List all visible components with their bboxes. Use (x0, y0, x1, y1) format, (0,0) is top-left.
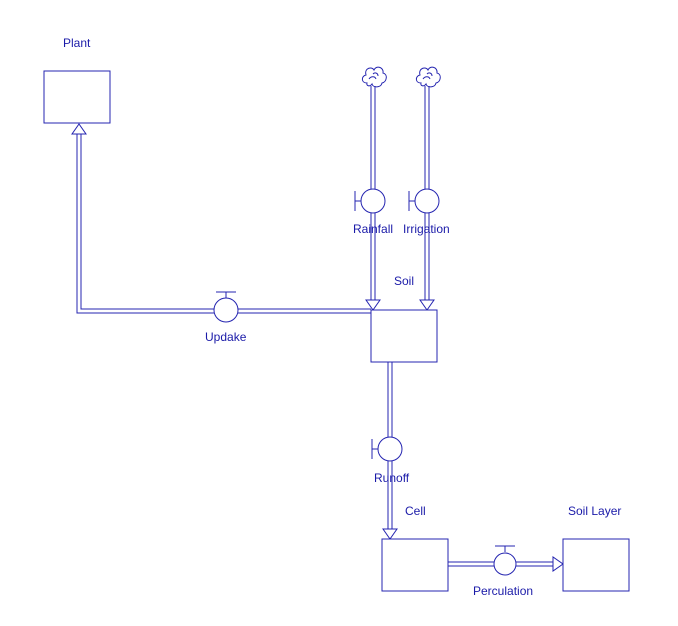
stock-soil[interactable] (370, 309, 438, 363)
stock-cell[interactable] (381, 538, 449, 592)
valve-runoff[interactable] (371, 436, 403, 462)
valve-updake[interactable] (213, 291, 239, 323)
label-soil-layer: Soil Layer (568, 504, 621, 518)
arrowhead-runoff (382, 528, 398, 540)
label-perculation: Perculation (473, 584, 533, 598)
cloud-icon[interactable] (361, 66, 387, 88)
stock-soil-layer[interactable] (562, 538, 630, 592)
label-cell: Cell (405, 504, 426, 518)
label-rainfall: Rainfall (353, 222, 393, 236)
valve-rainfall[interactable] (354, 188, 386, 214)
cloud-icon[interactable] (415, 66, 441, 88)
valve-perculation[interactable] (493, 545, 517, 576)
pipe-updake (71, 123, 371, 314)
arrowhead-perculation (552, 556, 564, 572)
label-irrigation: Irrigation (403, 222, 450, 236)
stock-plant[interactable] (43, 70, 111, 124)
label-updake: Updake (205, 330, 247, 344)
pipes (71, 86, 564, 572)
label-soil: Soil (394, 274, 414, 288)
label-runoff: Runoff (374, 471, 410, 485)
arrowhead-irrigation (419, 299, 435, 311)
arrowhead-rainfall (365, 299, 381, 311)
arrowhead-updake (71, 123, 87, 135)
label-plant: Plant (63, 36, 91, 50)
valve-irrigation[interactable] (408, 188, 440, 214)
